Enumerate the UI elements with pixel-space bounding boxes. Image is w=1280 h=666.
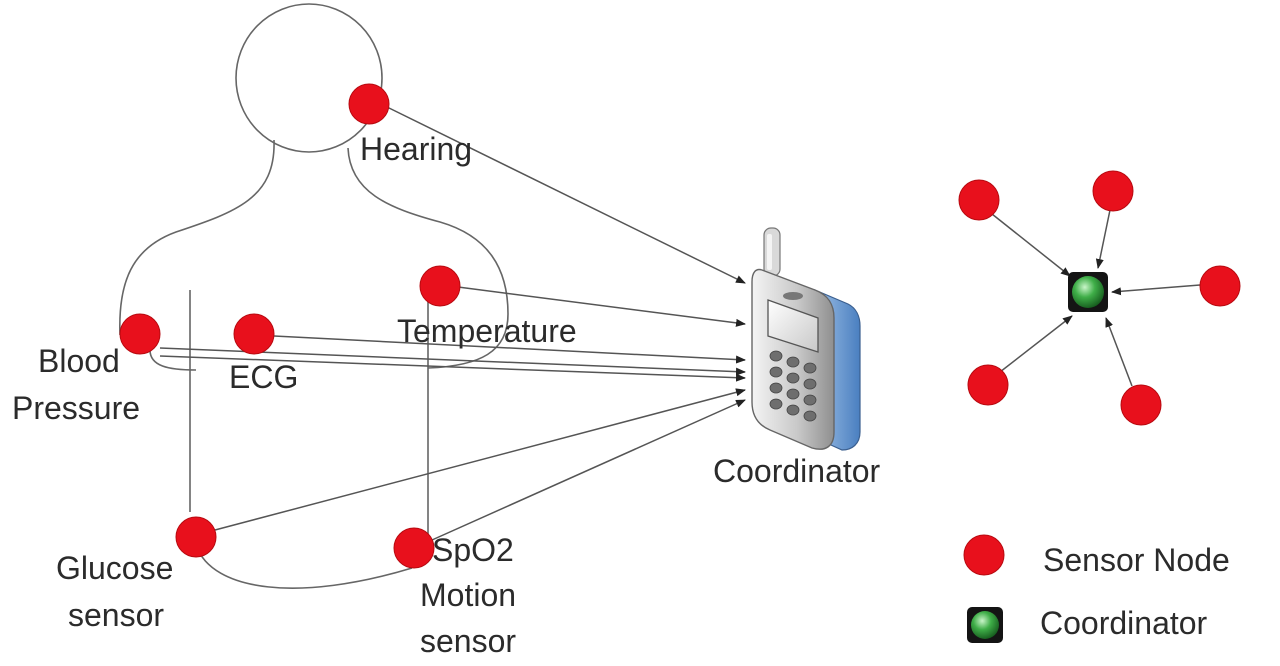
legend-coordinator-label: Coordinator xyxy=(1040,605,1208,641)
link-hearing xyxy=(386,106,746,284)
body-sensor-labels: Hearing Temperature Blood Pressure ECG G… xyxy=(12,131,577,659)
star-sensor-node-3 xyxy=(1199,265,1241,307)
sensor-node-temperature xyxy=(419,265,461,307)
label-blood-pressure-1: Blood xyxy=(38,343,120,379)
left-torso-outline xyxy=(149,349,197,371)
mobile-phone-icon xyxy=(751,227,861,451)
link-glucose xyxy=(214,388,746,531)
sensor-node-spo2 xyxy=(393,527,435,569)
label-spo2-3: sensor xyxy=(420,623,516,659)
head-outline xyxy=(235,3,383,153)
label-blood-pressure-2: Pressure xyxy=(12,390,140,426)
label-hearing: Hearing xyxy=(360,131,472,167)
right-shoulder-outline xyxy=(347,147,509,369)
sensor-node-glucose xyxy=(175,516,217,558)
star-coordinator-node xyxy=(1072,276,1104,308)
sensor-links xyxy=(159,106,746,541)
label-temperature: Temperature xyxy=(397,313,577,349)
lower-body-outline xyxy=(195,544,413,589)
star-link-3 xyxy=(1111,284,1201,296)
link-spo2 xyxy=(431,399,746,541)
label-coordinator: Coordinator xyxy=(713,453,881,489)
star-link-5 xyxy=(1105,317,1133,387)
sensor-node-ecg xyxy=(233,313,275,355)
left-shoulder-outline xyxy=(119,139,275,336)
legend-coordinator-icon xyxy=(971,611,999,639)
link-temperature xyxy=(457,286,746,327)
star-topology xyxy=(958,170,1241,426)
link-ecg xyxy=(273,335,746,364)
legend-sensor-node-icon xyxy=(963,534,1005,576)
star-link-1 xyxy=(991,213,1071,277)
label-glucose-1: Glucose xyxy=(56,550,173,586)
legend: Sensor Node Coordinator xyxy=(963,534,1230,643)
star-link-2 xyxy=(1095,209,1111,269)
label-spo2-1: SpO2 xyxy=(432,532,514,568)
star-sensor-node-4 xyxy=(967,364,1009,406)
link-blood-pressure-b xyxy=(159,355,746,382)
star-sensor-node-2 xyxy=(1092,170,1134,212)
label-glucose-2: sensor xyxy=(68,597,164,633)
label-ecg: ECG xyxy=(229,359,298,395)
legend-sensor-node-label: Sensor Node xyxy=(1043,542,1230,578)
sensor-node-hearing xyxy=(348,83,390,125)
sensor-node-blood-pressure xyxy=(119,313,161,355)
human-body-outline xyxy=(119,3,509,589)
star-link-4 xyxy=(999,315,1073,373)
body-sensor-nodes xyxy=(119,83,461,569)
star-sensor-node-5 xyxy=(1120,384,1162,426)
label-spo2-2: Motion xyxy=(420,577,516,613)
star-sensor-node-1 xyxy=(958,179,1000,221)
